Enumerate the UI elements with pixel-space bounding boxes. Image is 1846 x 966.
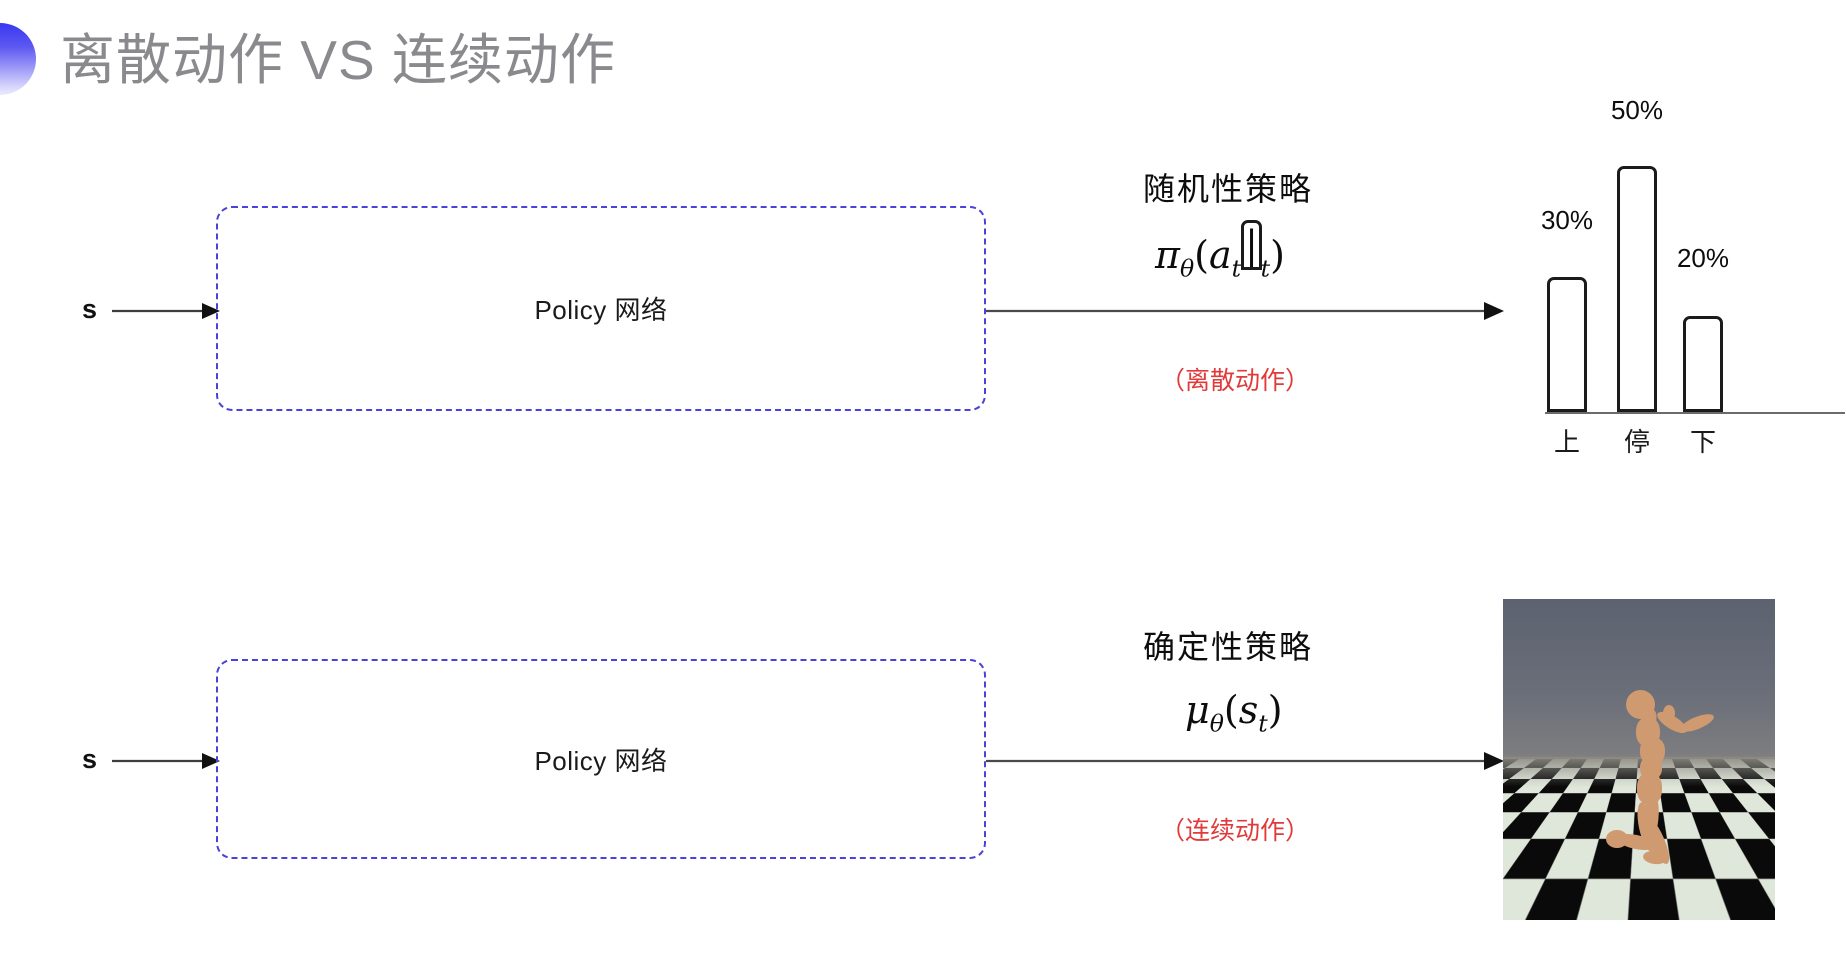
policy-network-label-continuous: Policy 网络 xyxy=(534,745,668,776)
policy-network-box-discrete[interactable]: Policy 网络 xyxy=(216,206,986,411)
bar-value-label-0: 30% xyxy=(1540,205,1594,235)
input-arrow-discrete xyxy=(112,303,220,319)
page-title: 离散动作 VS 连续动作 xyxy=(60,29,616,91)
policy-kind-discrete: 随机性策略 xyxy=(1143,171,1314,207)
action-type-discrete: （离散动作） xyxy=(1160,367,1311,395)
input-arrow-continuous xyxy=(112,753,220,769)
state-input-label-continuous: s xyxy=(82,744,98,774)
formula-open-paren-continuous: ( xyxy=(1223,688,1239,732)
chart-baseline-axis xyxy=(1545,412,1845,414)
policy-network-box-continuous[interactable]: Policy 网络 xyxy=(216,659,986,859)
bar-category-label-2: 下 xyxy=(1689,427,1716,457)
bar-value-label-2: 20% xyxy=(1676,243,1730,273)
formula-close-paren: ) xyxy=(1270,233,1285,277)
formula-theta-continuous: θ xyxy=(1209,709,1224,738)
policy-network-label-discrete: Policy 网络 xyxy=(534,295,668,325)
formula-conditional-bar: | xyxy=(1241,219,1262,270)
formula-state-subscript: t xyxy=(1260,254,1271,283)
policy-formula-continuous: μθ(st) xyxy=(1185,688,1283,738)
bar-category-2 xyxy=(1683,316,1723,412)
title-accent-halfcircle-icon xyxy=(0,23,36,95)
action-type-continuous: （连续动作） xyxy=(1160,817,1311,845)
bar-category-label-1: 停 xyxy=(1623,427,1650,457)
bar-category-0 xyxy=(1547,277,1587,412)
formula-close-paren-continuous: ) xyxy=(1267,688,1283,732)
policy-formula-discrete: πθ(at|st) xyxy=(1155,219,1285,283)
formula-pi: π xyxy=(1155,233,1180,277)
humanoid-simulation-image xyxy=(1503,599,1775,920)
humanoid-right-foot xyxy=(1606,830,1628,848)
bar-category-1 xyxy=(1617,166,1657,412)
formula-theta: θ xyxy=(1179,254,1195,283)
formula-mu: μ xyxy=(1185,688,1210,732)
humanoid-hand xyxy=(1663,705,1675,721)
output-arrow-discrete xyxy=(986,302,1504,320)
formula-state-continuous: s xyxy=(1238,688,1259,732)
output-arrow-continuous xyxy=(986,752,1504,770)
formula-open-paren: ( xyxy=(1194,233,1209,277)
discrete-action-bar-chart: 30% 上 50% 停 20% 下 xyxy=(1505,95,1845,457)
formula-state-subscript-continuous: t xyxy=(1258,709,1268,738)
bar-category-label-0: 上 xyxy=(1553,427,1580,457)
policy-kind-continuous: 确定性策略 xyxy=(1143,629,1314,665)
formula-action: a xyxy=(1209,233,1232,277)
bar-value-label-1: 50% xyxy=(1610,95,1664,125)
formula-action-subscript: t xyxy=(1231,254,1242,283)
state-input-label-discrete: s xyxy=(82,294,98,324)
